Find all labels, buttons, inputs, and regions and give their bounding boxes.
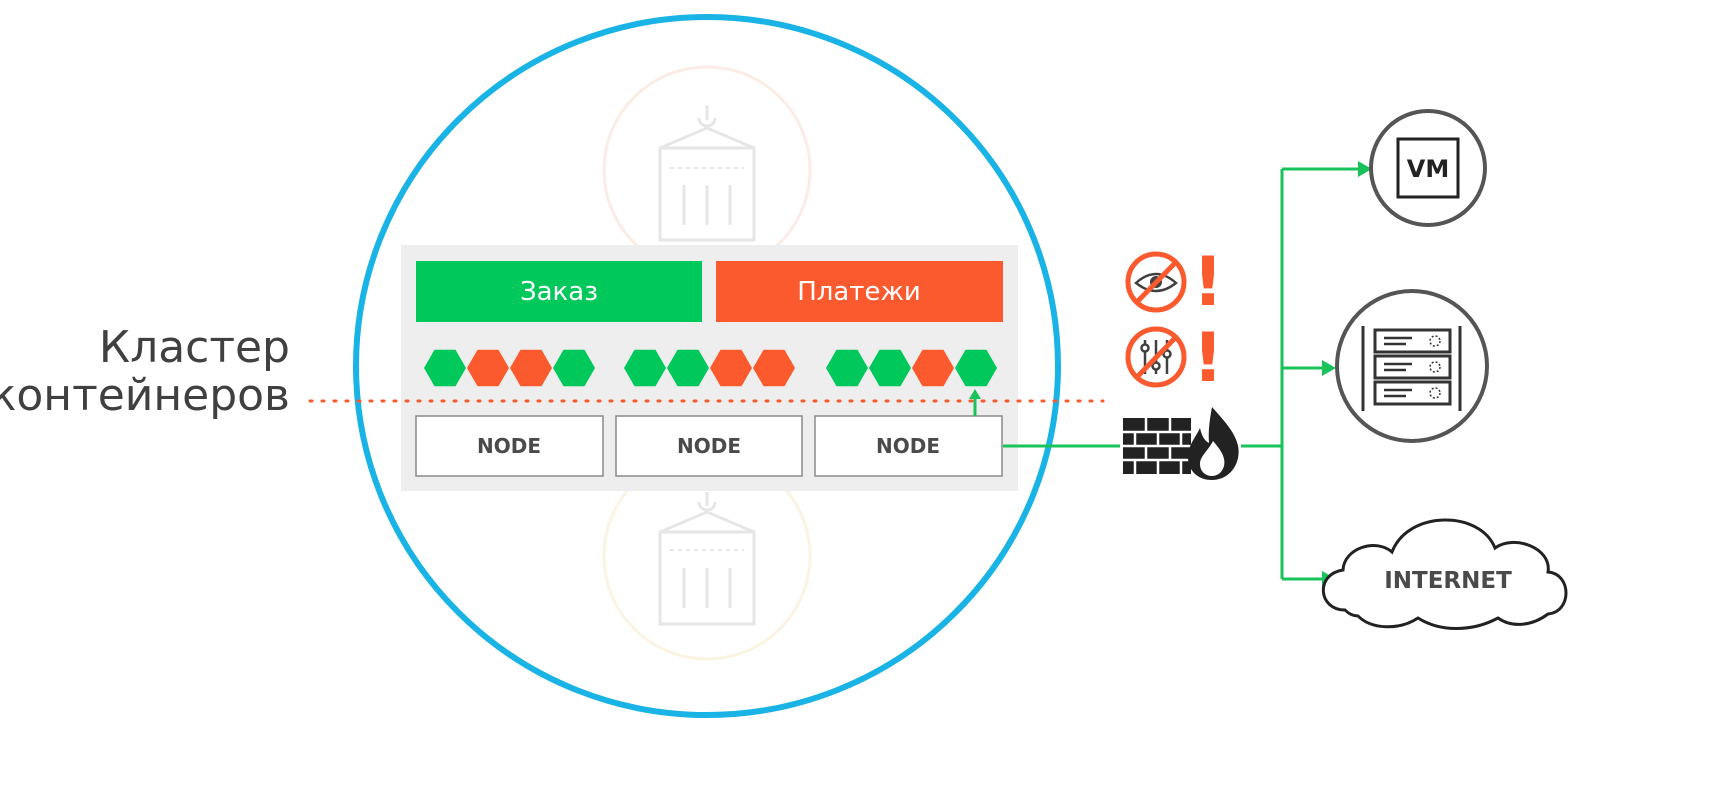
alert-exclamation-1: ! [1192,243,1223,322]
pod-hexagon [826,349,868,387]
pod-hexagon [753,349,795,387]
crossed-sliders-icon [1125,326,1187,388]
node-label-2: NODE [677,434,741,458]
vm-label: VM [1407,155,1449,183]
vm-icon: VM [1369,109,1487,227]
pod-hexagon [710,349,752,387]
internet-label: INTERNET [1384,568,1512,594]
network-connectors [1003,167,1360,581]
pod-hexagon [553,349,595,387]
pod-hexagon [510,349,552,387]
cluster-label-line-2: контейнеров [0,370,290,421]
pod-hexagon [667,349,709,387]
node-1: NODE [415,415,604,477]
service-label-order: Заказ [520,277,598,307]
pod-hexagon [467,349,509,387]
pod-hexagon [424,349,466,387]
firewall-icon [1123,407,1239,480]
cloud-icon: INTERNET [1321,518,1568,630]
server-rack-icon [1335,289,1489,443]
node-2: NODE [615,415,803,477]
arrowhead-vm [1358,161,1372,177]
alert-exclamation-2: ! [1192,319,1223,398]
pod-hexagon [955,349,997,387]
service-bar-payments [716,261,1003,322]
node-label-3: NODE [876,434,940,458]
node-3: NODE [814,415,1003,477]
pod-hexagon [912,349,954,387]
arrowhead-servers [1322,360,1336,376]
node-label-1: NODE [477,434,541,458]
service-bar-order [416,261,702,322]
container-crane-watermark-top [602,65,812,275]
service-label-payments: Платежи [797,277,921,307]
pod-hexagon [869,349,911,387]
cluster-label-line-1: Кластер [99,322,290,373]
cluster-boundary-circle [353,14,1061,718]
node-to-pod-arrow [969,389,981,416]
pod-groups [424,349,997,387]
crossed-eye-icon [1125,251,1187,313]
pod-hexagon [624,349,666,387]
